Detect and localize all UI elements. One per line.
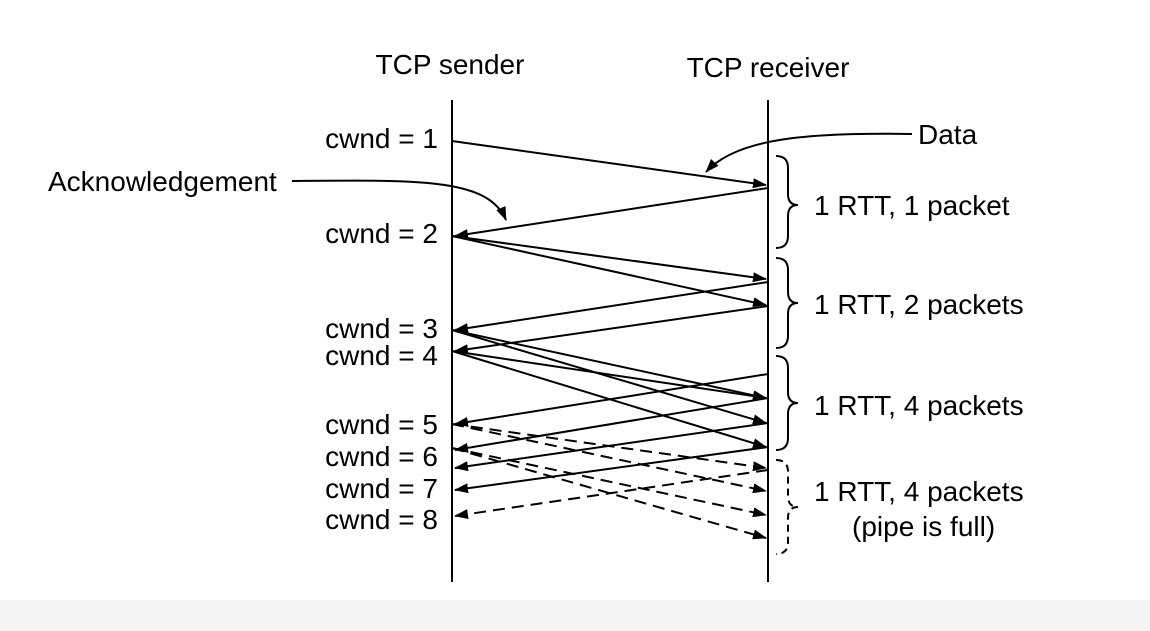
ack-arrow [454,373,769,427]
ack-arrow [454,187,769,239]
receiver-label: TCP receiver [687,52,850,83]
ack-callout-arrow [291,179,507,221]
dashed-ack-arrows [454,469,769,520]
rtt-label: 1 RTT, 2 packets [814,289,1024,320]
figure-background [0,0,1150,600]
ack-arrow [454,446,769,494]
ack-arrow [454,305,769,355]
rtt-brace-dashed [775,459,799,555]
ack-arrows [454,187,769,494]
data-packets [451,140,767,448]
ack-arrow [454,281,769,333]
dashed-data-packets [451,423,767,540]
data-callout-arrow [705,132,913,173]
cwnd-label: cwnd = 4 [325,340,438,371]
rtt-label: 1 RTT, 1 packet [814,190,1010,221]
sender-label: TCP sender [376,49,525,80]
cwnd-label: cwnd = 5 [325,409,438,440]
rtt-brace [775,257,799,349]
data-callout-label: Data [918,119,978,150]
rtt-brace [775,355,799,451]
pipe-note: (pipe is full) [852,511,995,542]
data-packet-arrow [451,235,767,283]
cwnd-label: cwnd = 2 [325,218,438,249]
cwnd-label: cwnd = 3 [325,313,438,344]
rtt-label: 1 RTT, 4 packets [814,390,1024,421]
dashed-data-arrow [451,423,767,472]
cwnd-labels: cwnd = 1 cwnd = 2 cwnd = 3 cwnd = 4 cwnd… [325,123,438,535]
ack-callout-label: Acknowledgement [48,166,277,197]
rtt-labels: 1 RTT, 1 packet 1 RTT, 2 packets 1 RTT, … [814,190,1024,542]
data-packet-arrow [451,235,767,308]
cwnd-label: cwnd = 7 [325,473,438,504]
cwnd-label: cwnd = 6 [325,441,438,472]
dashed-ack-arrow [454,469,769,520]
data-packet-arrow [451,350,767,402]
rtt-braces [775,155,799,555]
dashed-data-arrow [451,423,767,494]
data-packet-arrow [451,329,767,401]
cwnd-label: cwnd = 8 [325,504,438,535]
data-packet-arrow [451,140,767,189]
rtt-label: 1 RTT, 4 packets [814,476,1024,507]
cwnd-label: cwnd = 1 [325,123,438,154]
rtt-brace [775,155,799,249]
ack-arrow [454,397,769,453]
dashed-data-arrow [451,447,767,518]
